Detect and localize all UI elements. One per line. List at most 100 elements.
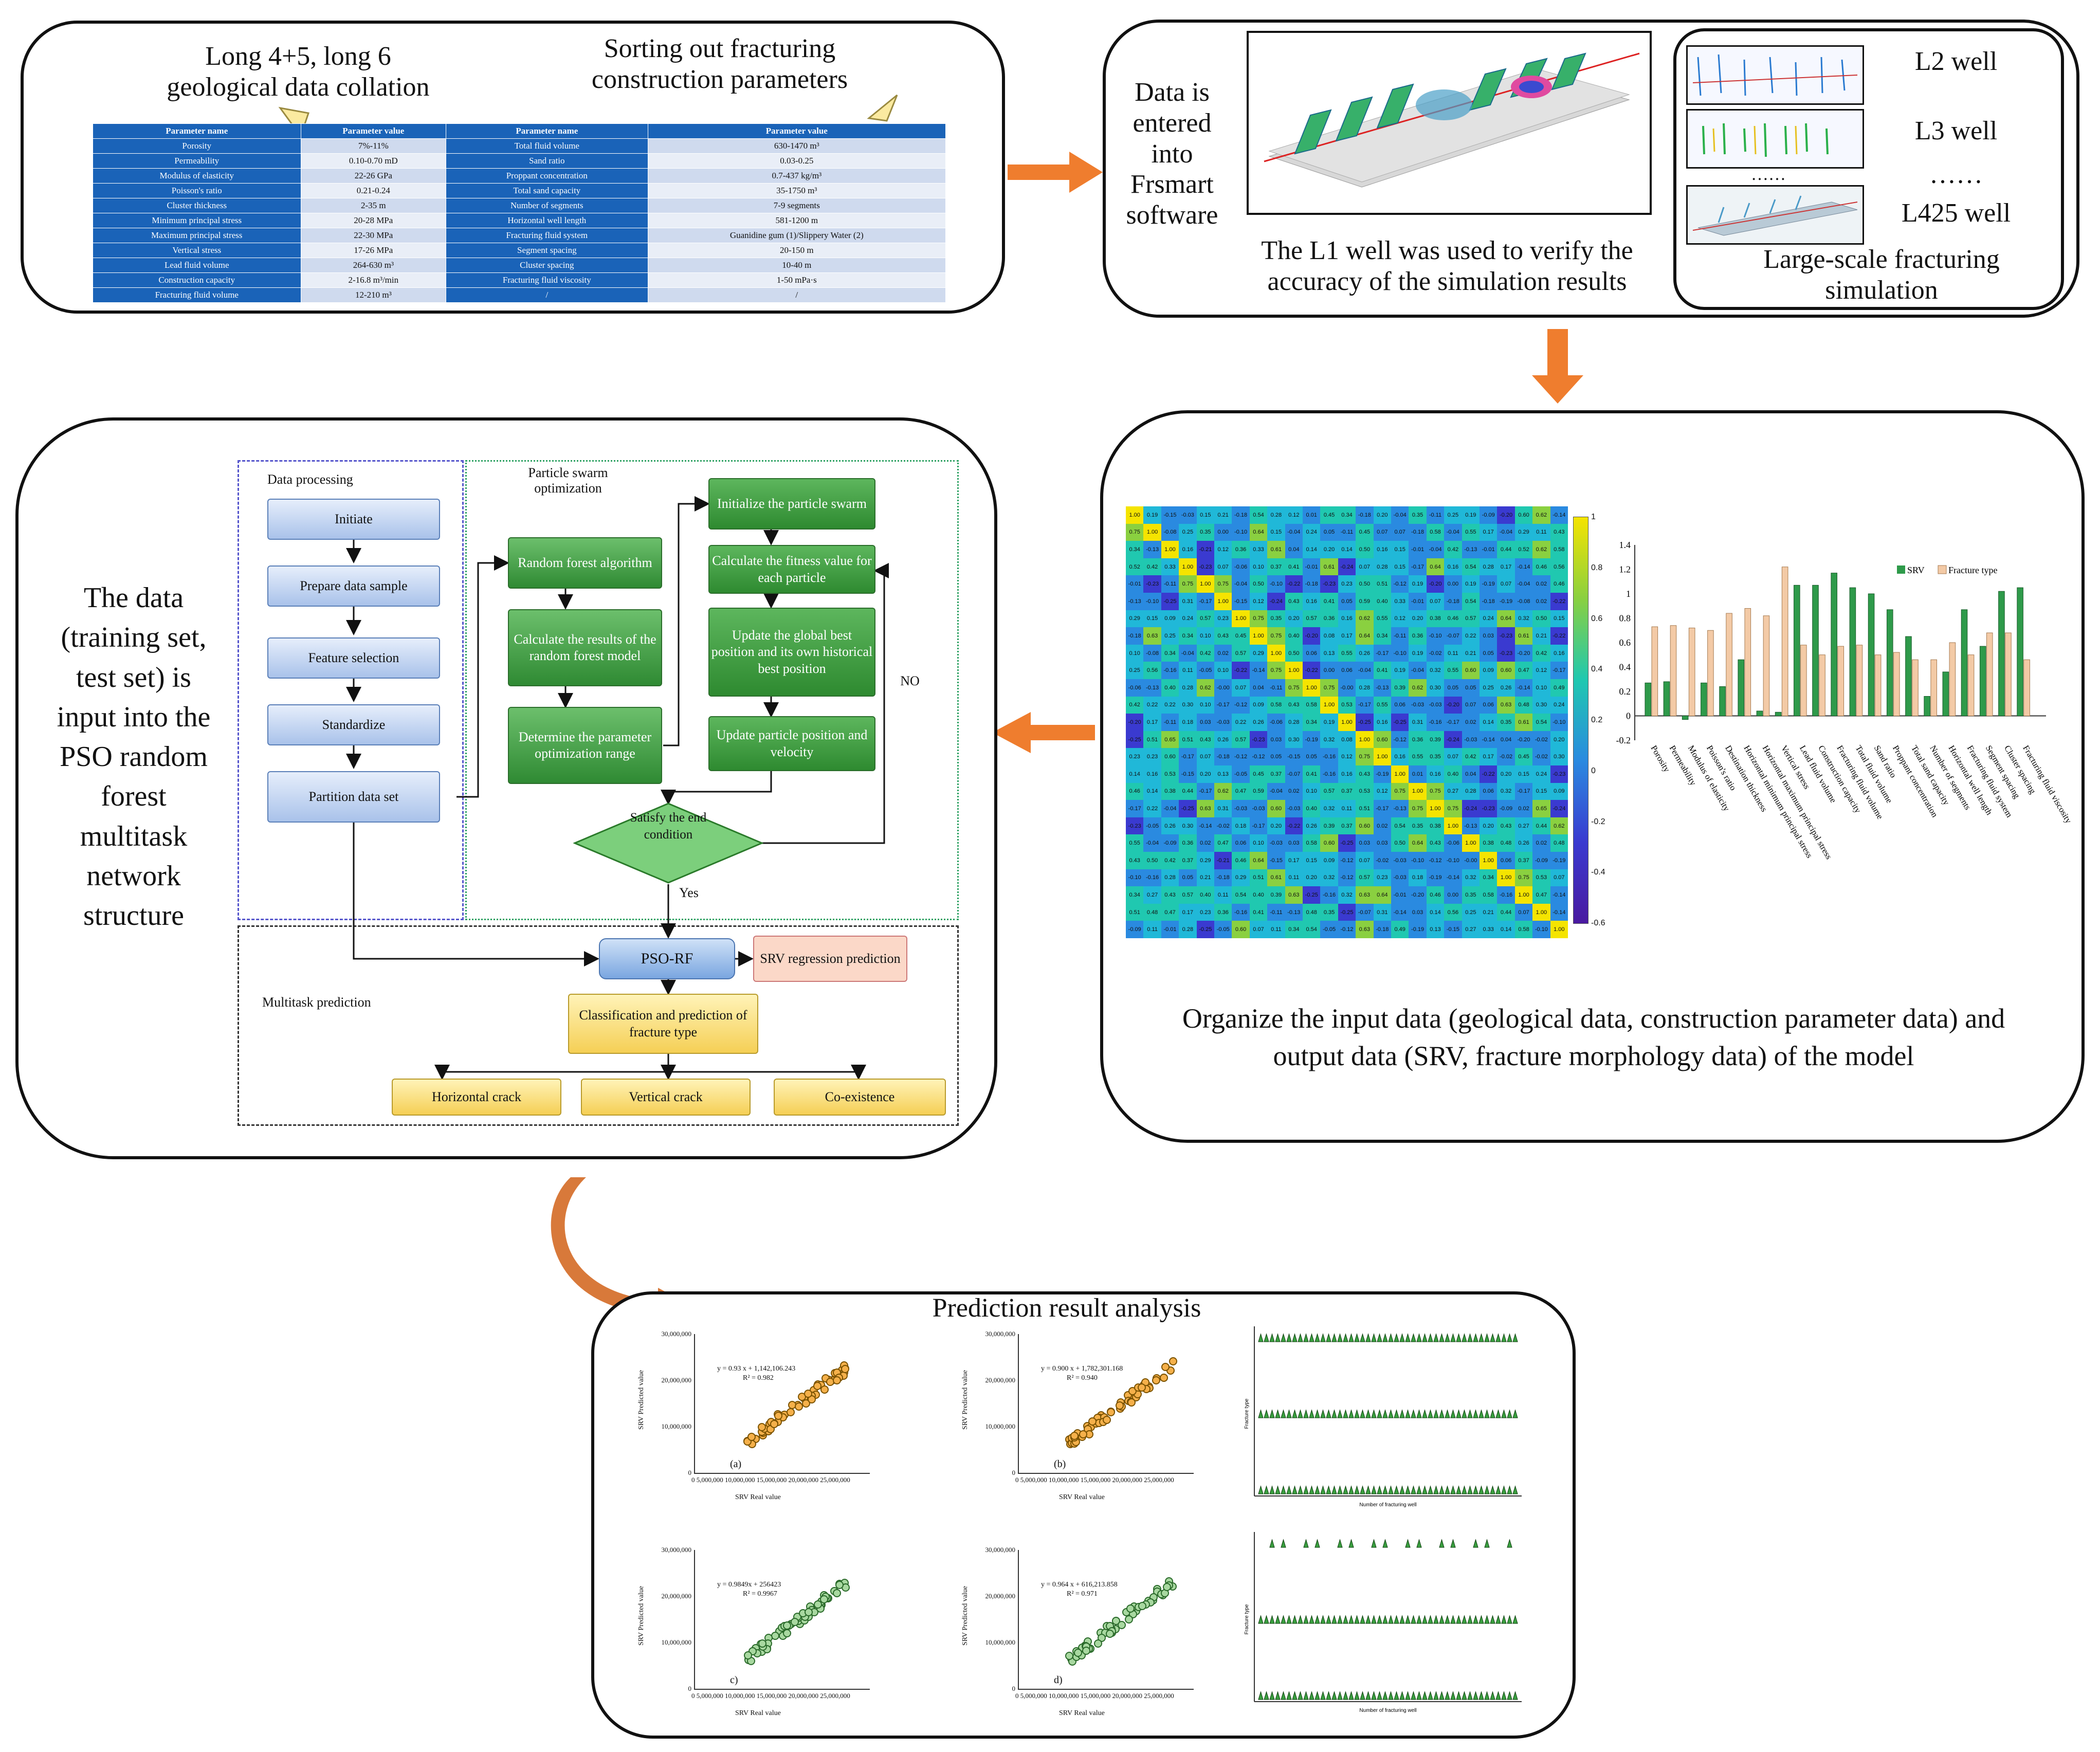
scatter-point xyxy=(791,1618,799,1627)
heatmap-cell: -0.25 xyxy=(1338,903,1356,921)
heatmap-cell: -0.18 xyxy=(1232,506,1250,524)
heatmap-cell: -0.05 xyxy=(1214,921,1232,938)
heatmap-cell: 0.57 xyxy=(1303,610,1321,628)
y-tick-label: 10,000,000 xyxy=(661,1422,692,1430)
heatmap-cell: 0.07 xyxy=(1356,558,1374,576)
class-marker xyxy=(1490,1409,1495,1418)
heatmap-cell: -0.16 xyxy=(1143,869,1161,887)
y-tick-label: 0.2 xyxy=(1619,686,1631,697)
data-processing-box xyxy=(238,460,464,920)
heatmap-cell: 0.58 xyxy=(1480,886,1498,904)
class-marker xyxy=(1314,1409,1320,1418)
bar-chart: 1.41.210.80.60.40.20-0.2PorosityPermeabi… xyxy=(1616,540,2072,861)
srv-bar xyxy=(1682,716,1689,720)
heatmap-cell: -0.12 xyxy=(1391,731,1409,749)
heatmap-cell: 0.43 xyxy=(1426,834,1445,852)
class-marker xyxy=(1478,1485,1484,1494)
heatmap-cell: -0.06 xyxy=(1232,558,1250,576)
heatmap-cell: -0.10 xyxy=(1444,852,1462,869)
heatmap-cell: 0.00 xyxy=(1444,575,1462,593)
class-marker xyxy=(1433,1691,1439,1700)
class-marker xyxy=(1428,1691,1433,1700)
heatmap-cell: 0.29 xyxy=(1126,610,1144,628)
heatmap-cell: -0.10 xyxy=(1391,644,1409,662)
heatmap-cell: 0.29 xyxy=(1514,523,1533,541)
heatmap-cell: 0.60 xyxy=(1373,731,1391,749)
dots-small: …… xyxy=(1751,165,1786,184)
class-marker xyxy=(1331,1615,1337,1624)
heatmap-cell: 0.34 xyxy=(1285,921,1303,938)
class-marker xyxy=(1405,1485,1411,1494)
class-marker xyxy=(1450,1615,1456,1624)
heatmap-cell: -0.20 xyxy=(1426,575,1445,593)
heatmap-cell: -0.17 xyxy=(1356,696,1374,714)
heatmap-cell: 0.31 xyxy=(1409,714,1427,731)
class-marker xyxy=(1445,1333,1450,1342)
heatmap-cell: -0.23 xyxy=(1550,765,1568,783)
scatter-point xyxy=(1107,1408,1116,1417)
heatmap-cell: -0.09 xyxy=(1126,921,1144,938)
multitask-box xyxy=(238,925,959,1126)
heatmap-cell: 0.02 xyxy=(1462,714,1480,731)
heatmap-cell: 0.07 xyxy=(1550,869,1568,887)
heatmap-cell: 0.37 xyxy=(1267,558,1285,576)
heatmap-cell: 0.43 xyxy=(1497,817,1515,835)
heatmap-cell: 0.32 xyxy=(1338,886,1356,904)
heatmap-cell: 0.28 xyxy=(1480,558,1498,576)
class-marker xyxy=(1399,1333,1405,1342)
heatmap-cell: 0.54 xyxy=(1303,921,1321,938)
heatmap-cell: 0.54 xyxy=(1391,817,1409,835)
heatmap-cell: 0.35 xyxy=(1426,748,1445,765)
class-marker xyxy=(1371,1691,1377,1700)
class-marker xyxy=(1388,1333,1394,1342)
class-marker xyxy=(1286,1615,1292,1624)
heatmap-cell: 0.02 xyxy=(1532,593,1550,610)
heatmap-cell: -0.13 xyxy=(1391,800,1409,817)
class-marker xyxy=(1445,1691,1450,1700)
fracture-bar xyxy=(1688,628,1695,716)
l1-simulation-image xyxy=(1247,31,1652,215)
heatmap-cell: -0.18 xyxy=(1214,748,1232,765)
heatmap-cell: 0.60 xyxy=(1356,817,1374,835)
heatmap-cell: 0.75 xyxy=(1444,800,1462,817)
heatmap-cell: 0.27 xyxy=(1462,921,1480,938)
heatmap-cell: -0.10 xyxy=(1550,714,1568,731)
param-value-cell: 35-1750 m³ xyxy=(647,183,946,198)
heatmap-cell: 0.43 xyxy=(1356,765,1374,783)
heatmap-cell: -0.01 xyxy=(1303,558,1321,576)
heatmap-cell: -0.14 xyxy=(1391,903,1409,921)
heatmap-cell: -0.01 xyxy=(1409,541,1427,558)
class-marker xyxy=(1501,1485,1507,1494)
heatmap-cell: 0.33 xyxy=(1480,921,1498,938)
heatmap-cell: 0.40 xyxy=(1249,886,1268,904)
heatmap-cell: -0.25 xyxy=(1338,834,1356,852)
arrow-panel3-to-panel4 xyxy=(992,712,1095,753)
heatmap-cell: -0.09 xyxy=(1161,834,1179,852)
heatmap-cell: 0.75 xyxy=(1514,869,1533,887)
class-marker xyxy=(1411,1615,1416,1624)
heatmap-cell: 0.45 xyxy=(1320,506,1338,524)
srv-bar xyxy=(1924,696,1930,716)
heatmap-cell: -0.03 xyxy=(1462,731,1480,749)
heatmap-cell: 0.14 xyxy=(1480,714,1498,731)
class-marker xyxy=(1433,1615,1439,1624)
heatmap-cell: 0.60 xyxy=(1232,921,1250,938)
srv-bar xyxy=(1645,682,1652,716)
class-marker xyxy=(1433,1485,1439,1494)
class-marker xyxy=(1490,1615,1495,1624)
heatmap-cell: -0.11 xyxy=(1161,575,1179,593)
scatter-point xyxy=(1126,1604,1135,1613)
class-marker xyxy=(1337,1485,1343,1494)
param-value-cell: 264-630 m³ xyxy=(300,258,447,273)
heatmap-cell: 0.07 xyxy=(1249,921,1268,938)
heatmap-cell: 0.02 xyxy=(1373,817,1391,835)
heatmap-cell: -0.02 xyxy=(1532,748,1550,765)
heatmap-cell: 0.04 xyxy=(1249,679,1268,697)
heatmap-cell: -0.14 xyxy=(1480,731,1498,749)
heatmap-cell: 0.57 xyxy=(1196,610,1214,628)
